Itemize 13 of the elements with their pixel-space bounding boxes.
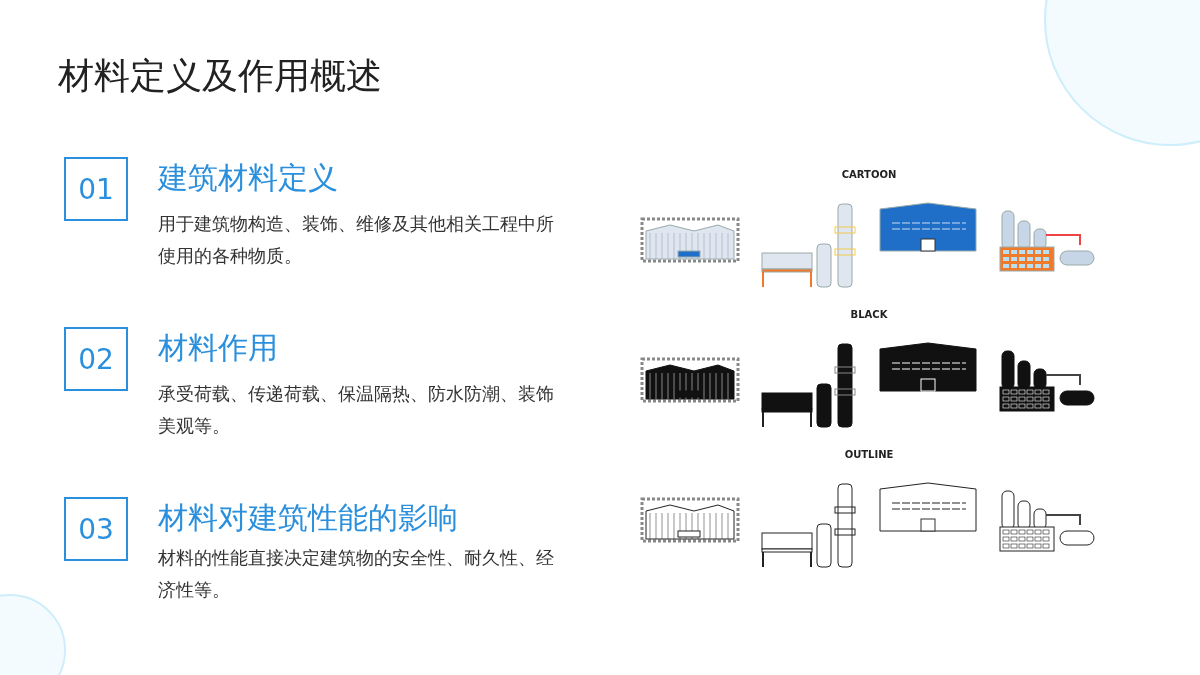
row-caption: CARTOON (840, 169, 898, 180)
section-heading: 材料对建筑性能的影响 (158, 499, 458, 537)
row-caption: OUTLINE (843, 449, 895, 460)
section-heading: 建筑材料定义 (158, 159, 338, 197)
section-heading: 材料作用 (158, 329, 278, 367)
number-box: 02 (64, 327, 128, 391)
description-text: 材料的性能直接决定建筑物的安全性、耐久性、经济性等。 (158, 546, 555, 602)
title: 材料定义及作用概述 (58, 54, 382, 98)
description-text: 用于建筑物构造、装饰、维修及其他相关工程中所使用的各种物质。 (158, 212, 555, 268)
row-caption: BLACK (849, 309, 889, 320)
number-box: 03 (64, 497, 128, 561)
description-text: 承受荷载、传递荷载、保温隔热、防水防潮、装饰美观等。 (158, 382, 555, 438)
number-box: 01 (64, 157, 128, 221)
